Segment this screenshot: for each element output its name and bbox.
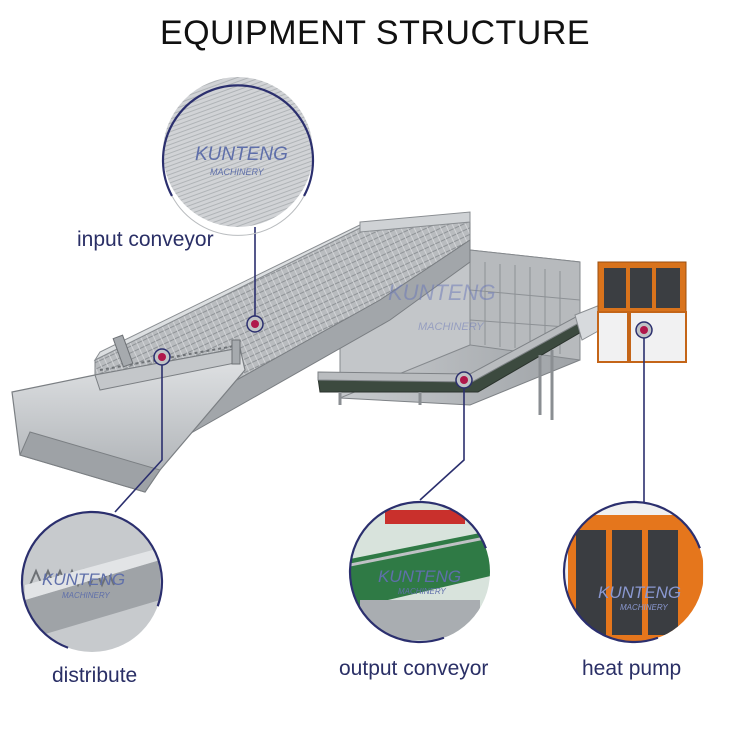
- callout-output-conveyor: KUNTENG MACHINERY: [348, 500, 492, 644]
- watermark-sub: MACHINERY: [418, 321, 484, 333]
- callout-watermark-brand: KUNTENG: [42, 570, 125, 589]
- label-input-conveyor: input conveyor: [77, 228, 214, 251]
- callout-watermark-brand: KUNTENG: [378, 567, 461, 586]
- callout-distribute: KUNTENG MACHINERY: [20, 510, 164, 654]
- callout-input-conveyor: KUNTENG MACHINERY: [161, 77, 315, 236]
- callout-watermark-brand: KUNTENG: [195, 144, 288, 165]
- brand-watermark: KUNTENG MACHINERY: [388, 280, 496, 333]
- marker-input: [246, 315, 264, 333]
- marker-distribute: [153, 348, 171, 366]
- callout-watermark-sub: MACHINERY: [398, 587, 446, 596]
- callout-watermark-brand: KUNTENG: [598, 583, 681, 602]
- page-title: EQUIPMENT STRUCTURE: [159, 14, 591, 52]
- heat-pump-unit: [597, 261, 687, 363]
- leader-distribute: [114, 360, 163, 513]
- leader-lines: [114, 227, 645, 513]
- callout-watermark-sub: MACHINERY: [210, 167, 265, 177]
- distribute-hopper: [11, 334, 246, 493]
- label-output-conveyor: output conveyor: [339, 657, 489, 680]
- marker-output: [455, 371, 473, 389]
- callout-heat-pump: KUNTENG MACHINERY: [562, 500, 706, 644]
- marker-heat: [635, 321, 653, 339]
- leader-output: [419, 380, 465, 501]
- markers: [153, 315, 653, 389]
- label-heat-pump: heat pump: [582, 657, 682, 680]
- watermark-brand: KUNTENG: [388, 280, 496, 305]
- label-distribute: distribute: [52, 664, 138, 687]
- callout-watermark-sub: MACHINERY: [62, 591, 110, 600]
- callout-watermark-sub: MACHINERY: [620, 603, 668, 612]
